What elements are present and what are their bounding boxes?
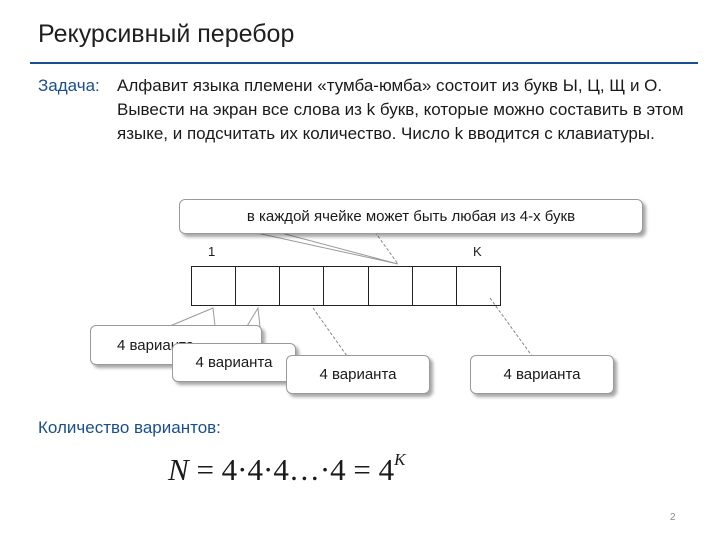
index-first: 1 <box>208 244 216 259</box>
top-callout: в каждой ячейке может быть любая из 4-х … <box>179 199 643 234</box>
variant-callout-3: 4 варианта <box>286 355 430 394</box>
top-callout-tail-line <box>374 231 399 265</box>
formula: N = 4·4·4…·4 = 4K <box>168 449 406 488</box>
page-number: 2 <box>670 512 676 523</box>
slide-title: Рекурсивный перебор <box>38 20 295 48</box>
formula-exponent: K <box>394 449 406 469</box>
formula-body: 4·4·4…·4 <box>221 452 346 487</box>
cell <box>324 267 369 305</box>
count-label: Количество вариантов: <box>38 418 221 437</box>
callout1-tail <box>169 307 216 327</box>
task-label: Задача: <box>38 76 100 95</box>
task-text: Алфавит языка племени «тумба-юмба» состо… <box>117 76 684 143</box>
top-callout-tail <box>242 229 399 265</box>
cell <box>369 267 413 305</box>
cell <box>280 267 325 305</box>
variant-callout-4: 4 варианта <box>470 355 614 394</box>
formula-eq2: = <box>345 452 379 487</box>
cell <box>192 267 237 305</box>
formula-eq1: = <box>188 452 222 487</box>
cell <box>413 267 457 305</box>
formula-base: 4 <box>378 452 395 487</box>
index-last: K <box>473 244 482 259</box>
title-underline <box>30 62 698 64</box>
callout3-pointer <box>312 307 348 357</box>
cell <box>236 267 281 305</box>
variant-callout-2: 4 варианта <box>172 343 296 382</box>
formula-lhs: N <box>168 452 189 487</box>
callout4-pointer <box>489 297 533 357</box>
letter-cells <box>191 266 501 306</box>
cell <box>457 267 500 305</box>
